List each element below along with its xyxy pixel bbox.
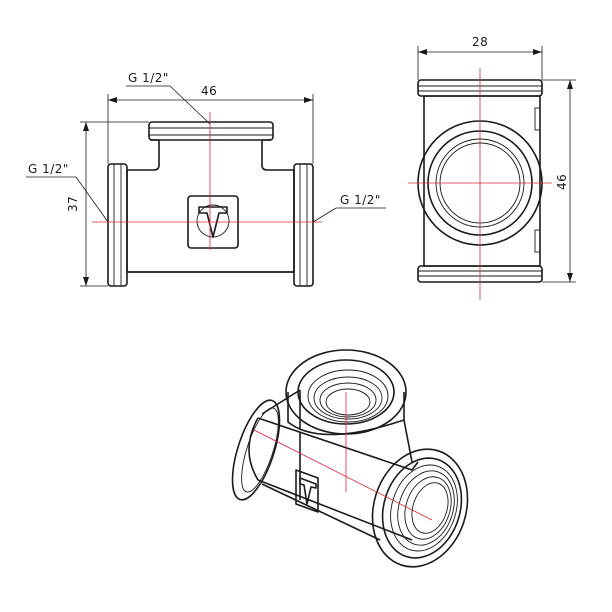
thread-left-label: G 1/2" xyxy=(28,162,69,176)
front-body-outline xyxy=(126,139,295,273)
side-view: 28 46 xyxy=(408,35,576,300)
front-height-label: 37 xyxy=(66,196,80,212)
side-width-dimension: 28 xyxy=(417,35,543,80)
iso-logo-badge xyxy=(295,469,319,513)
thread-callout-left: G 1/2" xyxy=(26,162,109,223)
front-view: 46 37 G 1/2" G 1/2" G 1/2" xyxy=(26,71,386,287)
thread-top-label: G 1/2" xyxy=(128,71,169,85)
front-left-flange xyxy=(107,163,128,287)
front-width-dimension: 46 xyxy=(107,84,314,164)
iso-left-flange xyxy=(231,399,281,501)
front-top-flange xyxy=(148,121,274,141)
thread-callout-top: G 1/2" xyxy=(126,71,211,125)
side-width-label: 28 xyxy=(472,35,488,49)
iso-main-body xyxy=(248,417,419,541)
thread-callout-right: G 1/2" xyxy=(312,193,386,223)
iso-horizontal-axis xyxy=(253,429,433,521)
side-height-dimension: 46 xyxy=(542,79,576,283)
isometric-view xyxy=(231,349,469,568)
thread-right-label: G 1/2" xyxy=(340,193,381,207)
front-right-flange xyxy=(293,163,314,287)
side-height-label: 46 xyxy=(555,174,569,190)
front-width-label: 46 xyxy=(201,84,217,98)
front-height-dimension: 37 xyxy=(66,121,149,287)
iso-right-flange-outer xyxy=(371,448,469,568)
